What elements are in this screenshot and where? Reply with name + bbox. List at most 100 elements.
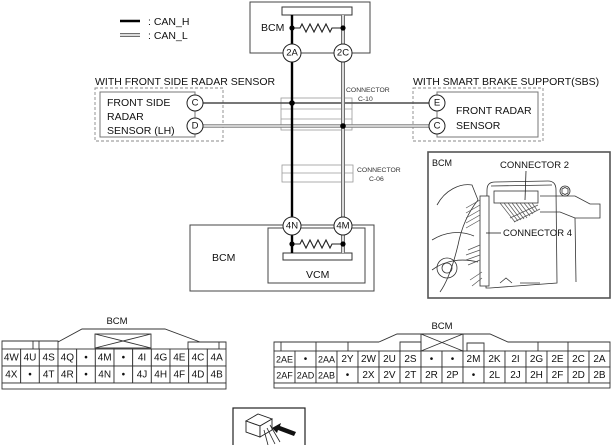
- connector-pin-4x: 4X: [1, 365, 22, 384]
- pin-label: 2S: [404, 354, 417, 365]
- pin-label: 2V: [383, 370, 396, 381]
- front-side-radar-sensor-box: [99, 91, 196, 138]
- connector-pin-2y: 2Y: [336, 350, 359, 368]
- pin-label: 4A: [211, 353, 224, 364]
- pin-label: 2X: [362, 370, 375, 381]
- legend: : CAN_H : CAN_L: [120, 16, 189, 42]
- terminal-2a: 2A: [282, 43, 302, 63]
- connector-pin-4f: 4F: [169, 365, 190, 384]
- connector-pin-2g: 2G: [525, 350, 548, 368]
- terminal-label: E: [434, 98, 440, 109]
- legend-item-can-h: : CAN_H: [120, 16, 189, 28]
- connector-pin-4i: 4I: [132, 348, 152, 367]
- bcm-housing-drawing: [490, 184, 553, 187]
- top-bcm-label: BCM: [261, 22, 284, 34]
- terminal-circle: [186, 94, 204, 112]
- pin-label: 2I: [511, 354, 519, 365]
- pin-label: 2A: [593, 354, 606, 365]
- pin-label: 4F: [173, 370, 185, 381]
- connector-2-drawing: [493, 190, 539, 204]
- terminal-label: 2C: [337, 48, 349, 59]
- front-side-radar-sensor-label-line2: RADAR: [107, 111, 144, 123]
- pin-label: 2AE: [276, 355, 293, 365]
- connector-pin-2r: 2R: [420, 366, 443, 384]
- connector-c06-caption: CONNECTOR: [357, 167, 401, 174]
- legend-item-can-l: : CAN_L: [120, 30, 188, 42]
- can-l-splice-dot: [340, 123, 346, 129]
- front-side-radar-group-title: WITH FRONT SIDE RADAR SENSOR: [95, 76, 275, 88]
- pin-label: 4H: [154, 370, 167, 381]
- connector-c06-box: [281, 164, 354, 183]
- terminal-left-d: D: [186, 117, 204, 135]
- connector-pin-empty: •: [336, 366, 359, 384]
- pin-label: 4C: [192, 353, 205, 364]
- pin-label: 2E: [551, 354, 564, 365]
- connector-pin-4n: 4N: [94, 365, 115, 384]
- terminal-label: D: [192, 121, 199, 132]
- pin-label: 2AB: [318, 371, 335, 381]
- trim-panel-drawing: [436, 184, 479, 293]
- bottom-bcm-label: BCM: [212, 252, 235, 264]
- terminal-circle: [428, 94, 446, 112]
- connector-pin-empty: •: [462, 366, 485, 384]
- terminal-label: C: [192, 98, 199, 109]
- connector-pin-empty: •: [76, 365, 96, 384]
- pin-label: •: [84, 370, 88, 381]
- pin-label: 4J: [137, 370, 148, 381]
- front-side-radar-group: WITH FRONT SIDE RADAR SENSOR FRONT SIDE …: [94, 76, 275, 142]
- terminal-left-c: C: [186, 94, 204, 112]
- connector-view-title: BCM: [431, 321, 452, 332]
- pin-label: 2W: [361, 354, 377, 365]
- connector-housing-outline: [273, 333, 611, 351]
- connector-pin-4b: 4B: [206, 365, 227, 384]
- splice-dot: [340, 25, 346, 31]
- pin-label: 2G: [530, 354, 544, 365]
- connector-pin-4t: 4T: [38, 365, 59, 384]
- grommet-drawing: [436, 257, 458, 279]
- smart-brake-support-group-title: WITH SMART BRAKE SUPPORT(SBS): [413, 76, 599, 88]
- pin-label: 4G: [154, 353, 168, 364]
- mounting-bracket-drawing: [540, 195, 601, 219]
- resistor-symbol: [292, 22, 343, 34]
- connector-housing-outline: [1, 328, 227, 349]
- vcm-bus-bar: [282, 252, 353, 261]
- connector-pin-2c: 2C: [567, 350, 590, 368]
- connector-2-harness-drawing: [499, 202, 541, 223]
- connector-pin-2x: 2X: [357, 366, 380, 384]
- terminal-label: 2A: [286, 48, 298, 59]
- vcm-label: VCM: [306, 269, 329, 281]
- connector-pin-2ae: 2AE: [273, 350, 296, 368]
- pin-label: •: [451, 354, 455, 365]
- connector-4-harness-drawing: [465, 199, 483, 287]
- terminal-circle: [282, 216, 302, 236]
- pin-label: 2AA: [318, 355, 335, 365]
- splice-dot: [340, 241, 346, 247]
- connector-pin-empty: •: [20, 365, 40, 384]
- connector-pin-2k: 2K: [483, 350, 506, 368]
- bottom-bcm-box: [189, 224, 375, 292]
- connector-pin-empty: •: [76, 348, 96, 367]
- housing-edge-drawing: [574, 217, 577, 283]
- connector-pin-2i: 2I: [504, 350, 527, 368]
- terminal-label: 4M: [336, 221, 349, 232]
- connector-base-strip: [1, 382, 227, 390]
- pin-label: 2K: [488, 354, 501, 365]
- illustration-module-label: BCM: [432, 158, 452, 168]
- connector-pin-2ad: 2AD: [294, 366, 317, 384]
- splice-dot: [289, 25, 295, 31]
- legend-label-can-l: : CAN_L: [148, 30, 188, 42]
- connector-pin-2aa: 2AA: [315, 350, 338, 368]
- top-bcm-bus-bar: [281, 6, 353, 16]
- bottom-termination-resistor: [289, 238, 346, 250]
- connector-pin-2m: 2M: [462, 350, 485, 368]
- legend-label-can-h: : CAN_H: [148, 16, 189, 28]
- pin-label: 2M: [467, 354, 481, 365]
- connector-pin-2l: 2L: [483, 366, 506, 384]
- front-radar-sensor-label-line1: FRONT RADAR: [456, 105, 532, 117]
- pin-label: 4N: [98, 370, 111, 381]
- terminal-circle: [333, 43, 353, 63]
- terminal-4n: 4N: [282, 216, 302, 236]
- top-bcm-box: [249, 1, 371, 54]
- connector-pin-empty: •: [113, 365, 134, 384]
